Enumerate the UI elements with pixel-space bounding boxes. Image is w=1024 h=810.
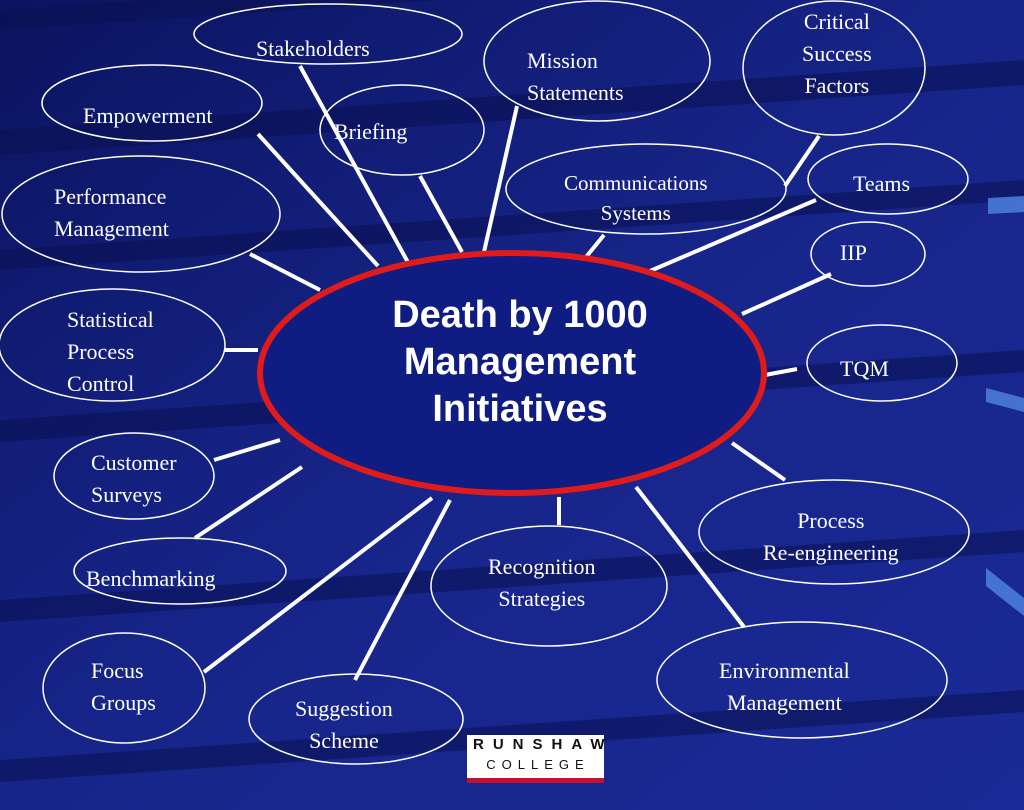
node-label-line: Critical [803,9,870,34]
node-label-line: Focus [91,658,144,683]
node-shape-iip [810,221,926,287]
logo-top-text: RUNSHAW [473,736,604,753]
node-shape-performance-management [1,155,281,273]
node-benchmarking: Benchmarking [86,563,216,595]
node-label-line: Management [726,690,842,715]
center-ellipse [257,250,767,496]
connector-iip [741,272,832,316]
node-label-line: Groups [91,690,156,715]
node-stakeholders: Stakeholders [256,33,370,65]
center-title: Death by 1000 Management Initiatives [300,292,740,433]
node-shape-briefing [319,84,485,176]
center-title-line-2: Management [403,341,637,383]
node-label-line: TQM [840,356,889,381]
node-empowerment: Empowerment [83,100,213,132]
logo-bottom-text: COLLEGE [486,757,590,772]
node-teams: Teams [853,168,910,200]
connector-benchmarking [193,465,304,540]
node-label-line: Re-engineering [763,540,899,565]
node-label-line: Surveys [91,482,162,507]
node-label-line: Success [802,41,872,66]
node-label-line: Performance [54,184,167,209]
node-shape-tqm [806,324,958,402]
node-shape-empowerment [41,64,263,142]
node-shape-statistical-process-control [0,288,226,402]
node-shape-critical-success-factors [742,0,926,136]
connector-customer-surveys [213,438,281,462]
node-briefing: Briefing [334,116,407,148]
node-label-line: Environmental [719,658,850,683]
node-shape-teams [807,143,969,215]
connector-focus-groups [202,496,434,674]
node-shape-stakeholders [193,3,463,65]
node-label-line: Systems [600,201,671,225]
connector-process-re-engineering [730,441,787,482]
node-label-line: Control [67,371,135,396]
connector-suggestion-scheme [353,499,452,681]
node-iip: IIP [840,237,867,269]
connector-tqm [764,367,798,377]
connector-mission-statements [482,105,519,253]
connector-performance-management [249,252,321,292]
node-shape-communications-systems [505,143,787,235]
node-label-line: Process [67,339,135,364]
connector-stakeholders [298,65,412,267]
runshaw-college-logo: RUNSHAW COLLEGE [467,735,604,783]
node-shape-environmental-management [656,621,948,739]
center-title-line-1: Death by 1000 [392,294,648,336]
node-label-line: Briefing [334,119,408,144]
node-shape-mission-statements [483,0,711,122]
node-shape-customer-surveys [53,432,215,520]
node-label-line: Stakeholders [256,36,370,61]
node-label-line: Communications [564,171,708,195]
node-label-line: Teams [853,171,911,196]
node-shape-recognition-strategies [430,525,668,647]
node-shape-process-re-engineering [698,479,970,585]
node-label-line: Scheme [309,728,379,753]
node-label-line: Management [54,216,169,241]
node-shape-benchmarking [73,537,287,605]
logo-red-bar [467,778,604,783]
node-label-line: Statements [527,80,624,105]
node-label-line: Suggestion [295,696,393,721]
node-label-line: Process [797,508,865,533]
node-shape-focus-groups [42,632,206,744]
connector-empowerment [256,132,380,268]
node-label-line: Benchmarking [86,566,216,591]
node-label-line: Statistical [67,307,154,332]
node-label-line: Factors [804,73,870,98]
node-label-line: Recognition [488,554,596,579]
node-label-line: Strategies [498,586,586,611]
node-label-line: IIP [840,240,867,265]
node-label-line: Customer [91,450,177,475]
connector-briefing [418,175,464,253]
node-label-line: Empowerment [83,103,213,128]
connector-teams [649,198,817,273]
node-shape-suggestion-scheme [248,673,464,765]
connector-critical-success-factors [783,134,821,188]
node-tqm: TQM [840,353,889,385]
center-title-line-3: Initiatives [432,388,608,430]
connector-environmental-management [634,485,746,629]
node-label-line: Mission [527,48,598,73]
